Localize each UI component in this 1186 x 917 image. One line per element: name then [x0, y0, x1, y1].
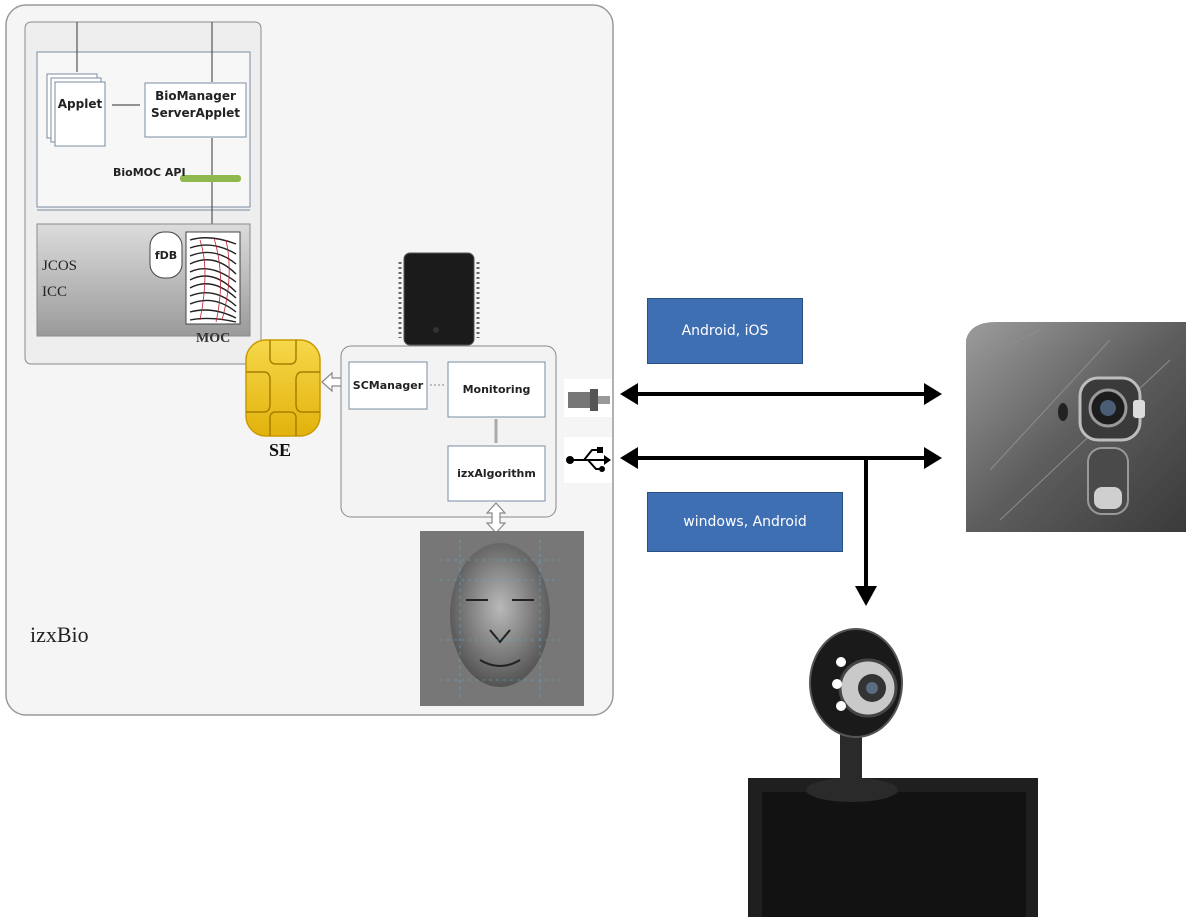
- lightning-connector-icon: [564, 379, 612, 417]
- server-applet-label-line2: ServerApplet: [150, 106, 241, 120]
- izxbio-label: izxBio: [30, 622, 89, 647]
- applet-box: [54, 81, 106, 147]
- face-scan-image: [420, 531, 584, 706]
- jcos-label: JCOS: [42, 258, 78, 274]
- server-applet-label-line1: BioManager: [155, 89, 236, 103]
- processor-chip-icon: [398, 252, 480, 346]
- fdb-box: [149, 231, 183, 279]
- izxalgorithm-box: [447, 445, 546, 502]
- scmanager-box: [348, 361, 428, 410]
- izxalgorithm-label: izxAlgorithm: [457, 467, 536, 480]
- api-bar: [180, 175, 241, 182]
- moc-label: MOC: [196, 331, 231, 346]
- icc-label: ICC: [42, 284, 68, 300]
- fdb-label: fDB: [154, 249, 178, 262]
- applet-label: Applet: [57, 97, 103, 111]
- scmanager-label: SCManager: [352, 379, 424, 392]
- usb-link-arrow: [620, 447, 942, 606]
- monitoring-box: [447, 361, 546, 418]
- se-label: SE: [269, 440, 292, 460]
- api-label: BioMOC API: [113, 166, 186, 179]
- webcam-platform-badge: windows, Android: [647, 492, 843, 552]
- server-applet-box: [144, 82, 247, 138]
- smartphone-image: [946, 322, 1186, 532]
- phone-link-arrow: [620, 383, 942, 405]
- webcam-monitor-image: [748, 628, 1038, 917]
- phone-platform-badge: Android, iOS: [647, 298, 803, 364]
- fingerprint-icon: [185, 231, 241, 325]
- usb-icon: [564, 437, 612, 483]
- monitoring-label: Monitoring: [462, 383, 531, 396]
- secure-element-chip-icon: [245, 339, 321, 437]
